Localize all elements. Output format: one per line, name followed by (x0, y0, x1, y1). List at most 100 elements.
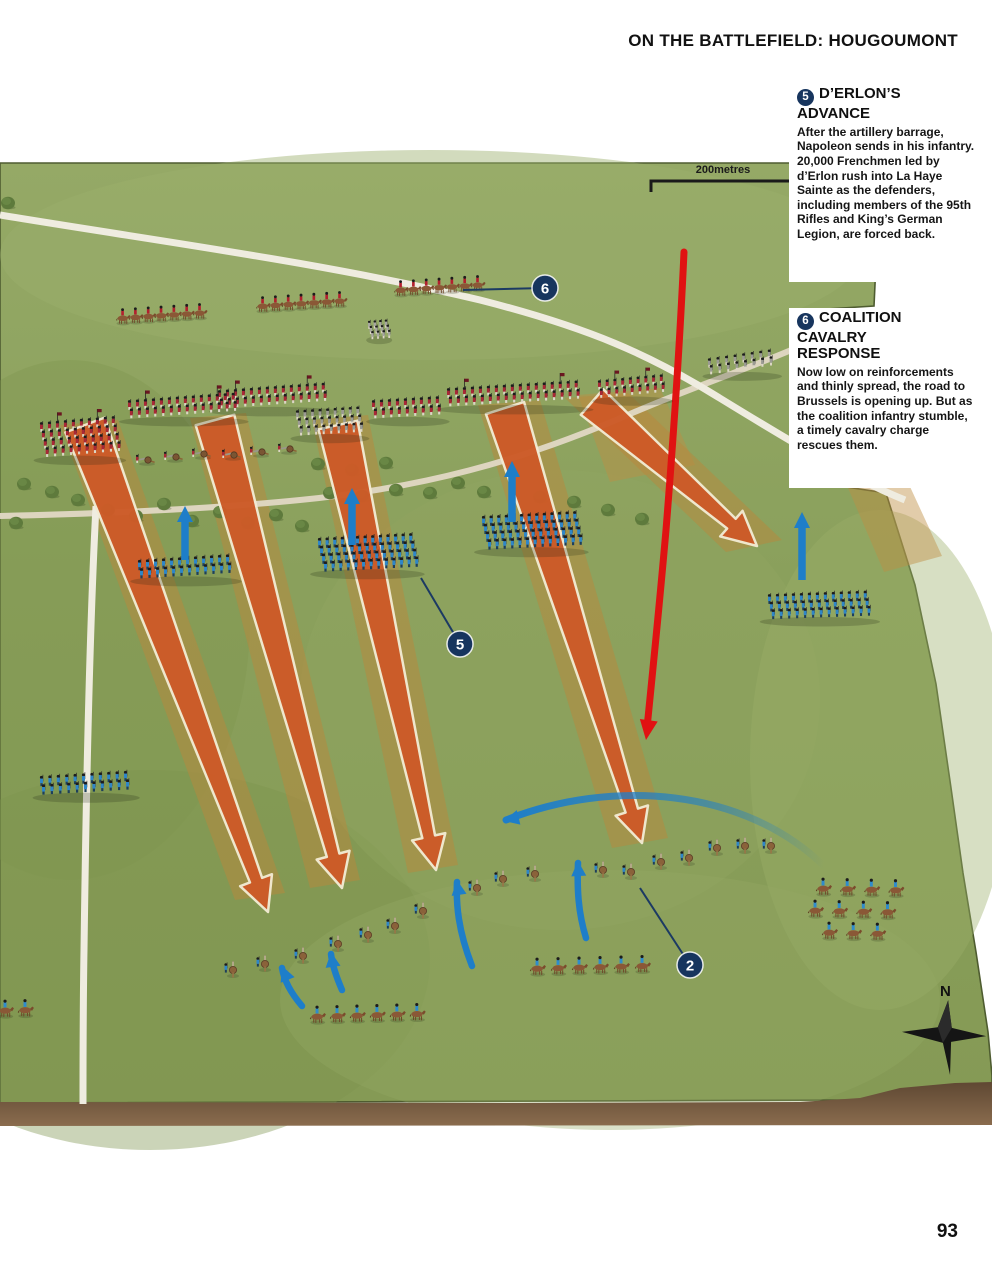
tree-icon (9, 516, 24, 530)
coalition-move-arrow-1 (177, 506, 193, 560)
red-arrow-head (639, 718, 658, 740)
red-cavalry-mid (256, 291, 348, 314)
callout-6-number-badge: 6 (797, 312, 814, 330)
artillery-top-5 (249, 445, 269, 458)
cavalry-charge-arrow-5 (502, 792, 828, 870)
gun-2 (256, 955, 271, 972)
red-line-1 (33, 408, 127, 466)
callout-6-body: Now low on reinforcements and thinly spr… (797, 364, 973, 452)
french-row-right (759, 589, 881, 627)
red-cavalry-left (116, 303, 208, 326)
tree-icon (423, 486, 438, 500)
coalition-move-arrow-4 (794, 512, 810, 580)
coalition-cavalry-2 (807, 899, 897, 921)
terrain-shade-4 (750, 510, 992, 1010)
cavalry-charge-arrow-3 (451, 878, 476, 970)
tree-icon (451, 476, 466, 490)
gun-1 (224, 961, 239, 978)
svg-text:6: 6 (541, 280, 549, 297)
tree-icon (295, 519, 310, 533)
gun-15 (708, 839, 723, 856)
soil-strip (0, 1082, 992, 1126)
red-line-4 (366, 395, 450, 427)
gun-4 (329, 935, 344, 952)
french-advance-arrow-2 (194, 413, 351, 890)
blue-cavalry-edge (0, 999, 34, 1019)
map-badge-5: 5 (420, 577, 474, 658)
coalition-move-arrow-2 (344, 488, 360, 545)
french-advance-arrow-4 (484, 400, 650, 845)
blue-cavalry-center (529, 954, 651, 977)
svg-text:5: 5 (456, 636, 464, 653)
terrain-shade-5 (280, 870, 940, 1130)
gun-5 (359, 926, 374, 943)
artillery-top-4 (221, 448, 241, 461)
red-line-2 (119, 385, 249, 427)
coalition-cavalry-1 (815, 877, 905, 899)
gray-line (290, 405, 370, 444)
gray-infantry-march (702, 348, 782, 381)
tree-icon (635, 512, 650, 526)
callout-5-body: After the artillery barrage, Napoleon se… (797, 124, 975, 242)
tree-icon (379, 456, 394, 470)
page-number: 93 (936, 1221, 958, 1242)
gun-11 (594, 861, 609, 878)
gun-16 (736, 837, 751, 854)
cavalry-charge-arrow-4 (571, 859, 590, 942)
terrain-shade-0 (0, 150, 860, 360)
red-cavalry-right (394, 275, 486, 298)
french-advance-arrow-1 (64, 416, 274, 914)
gun-10 (526, 865, 541, 882)
artillery-top-2 (163, 450, 183, 463)
gun-8 (468, 879, 483, 896)
gun-6 (386, 917, 401, 934)
compass-rose: N (901, 983, 987, 1076)
road-south (79, 505, 100, 1105)
red-line-6 (592, 367, 674, 406)
svg-text:2: 2 (686, 957, 694, 974)
gun-7 (414, 902, 429, 919)
cavalry-charge-arrow-2 (325, 950, 346, 994)
tree-icon (17, 477, 32, 491)
tree-icon (157, 497, 172, 511)
gun-9 (494, 870, 509, 887)
blue-cavalry-left (309, 1002, 426, 1025)
artillery-top-1 (135, 453, 155, 466)
callout-6-title-text: COALITION CAVALRY RESPONSE (797, 309, 902, 362)
scale-bar (649, 179, 797, 192)
red-line-5 (436, 372, 594, 415)
tree-icon (71, 493, 86, 507)
map-badge-6: 6 (462, 274, 559, 302)
tree-icon (567, 495, 582, 509)
callout-5-title-text: D’ERLON’S ADVANCE (797, 85, 901, 122)
french-row-left (130, 553, 242, 587)
tree-icon (45, 485, 60, 499)
tree-icon (1, 196, 16, 210)
gun-3 (294, 947, 309, 964)
tree-icon (269, 508, 284, 522)
gray-infantry-column (366, 318, 393, 345)
cavalry-charge-arrow-1 (278, 964, 306, 1010)
map-badge-2: 2 (639, 887, 704, 979)
gun-12 (622, 863, 637, 880)
french-column-left (310, 532, 425, 580)
coalition-move-arrow-3 (504, 461, 520, 522)
artillery-top-6 (277, 442, 297, 455)
tree-icon (601, 503, 616, 517)
field-patch-1 (848, 478, 942, 572)
page-title: ON THE BATTLEFIELD: HOUGOUMONT (628, 31, 958, 50)
gun-13 (652, 853, 667, 870)
gun-17 (762, 837, 777, 854)
artillery-top-3 (191, 447, 211, 460)
gun-14 (680, 849, 695, 866)
map-scale-label: 200metres (695, 164, 751, 176)
red-breakthrough-arrow (643, 248, 688, 732)
tree-icon (477, 485, 492, 499)
tree-icon (311, 457, 326, 471)
coalition-cavalry-3 (821, 921, 887, 942)
